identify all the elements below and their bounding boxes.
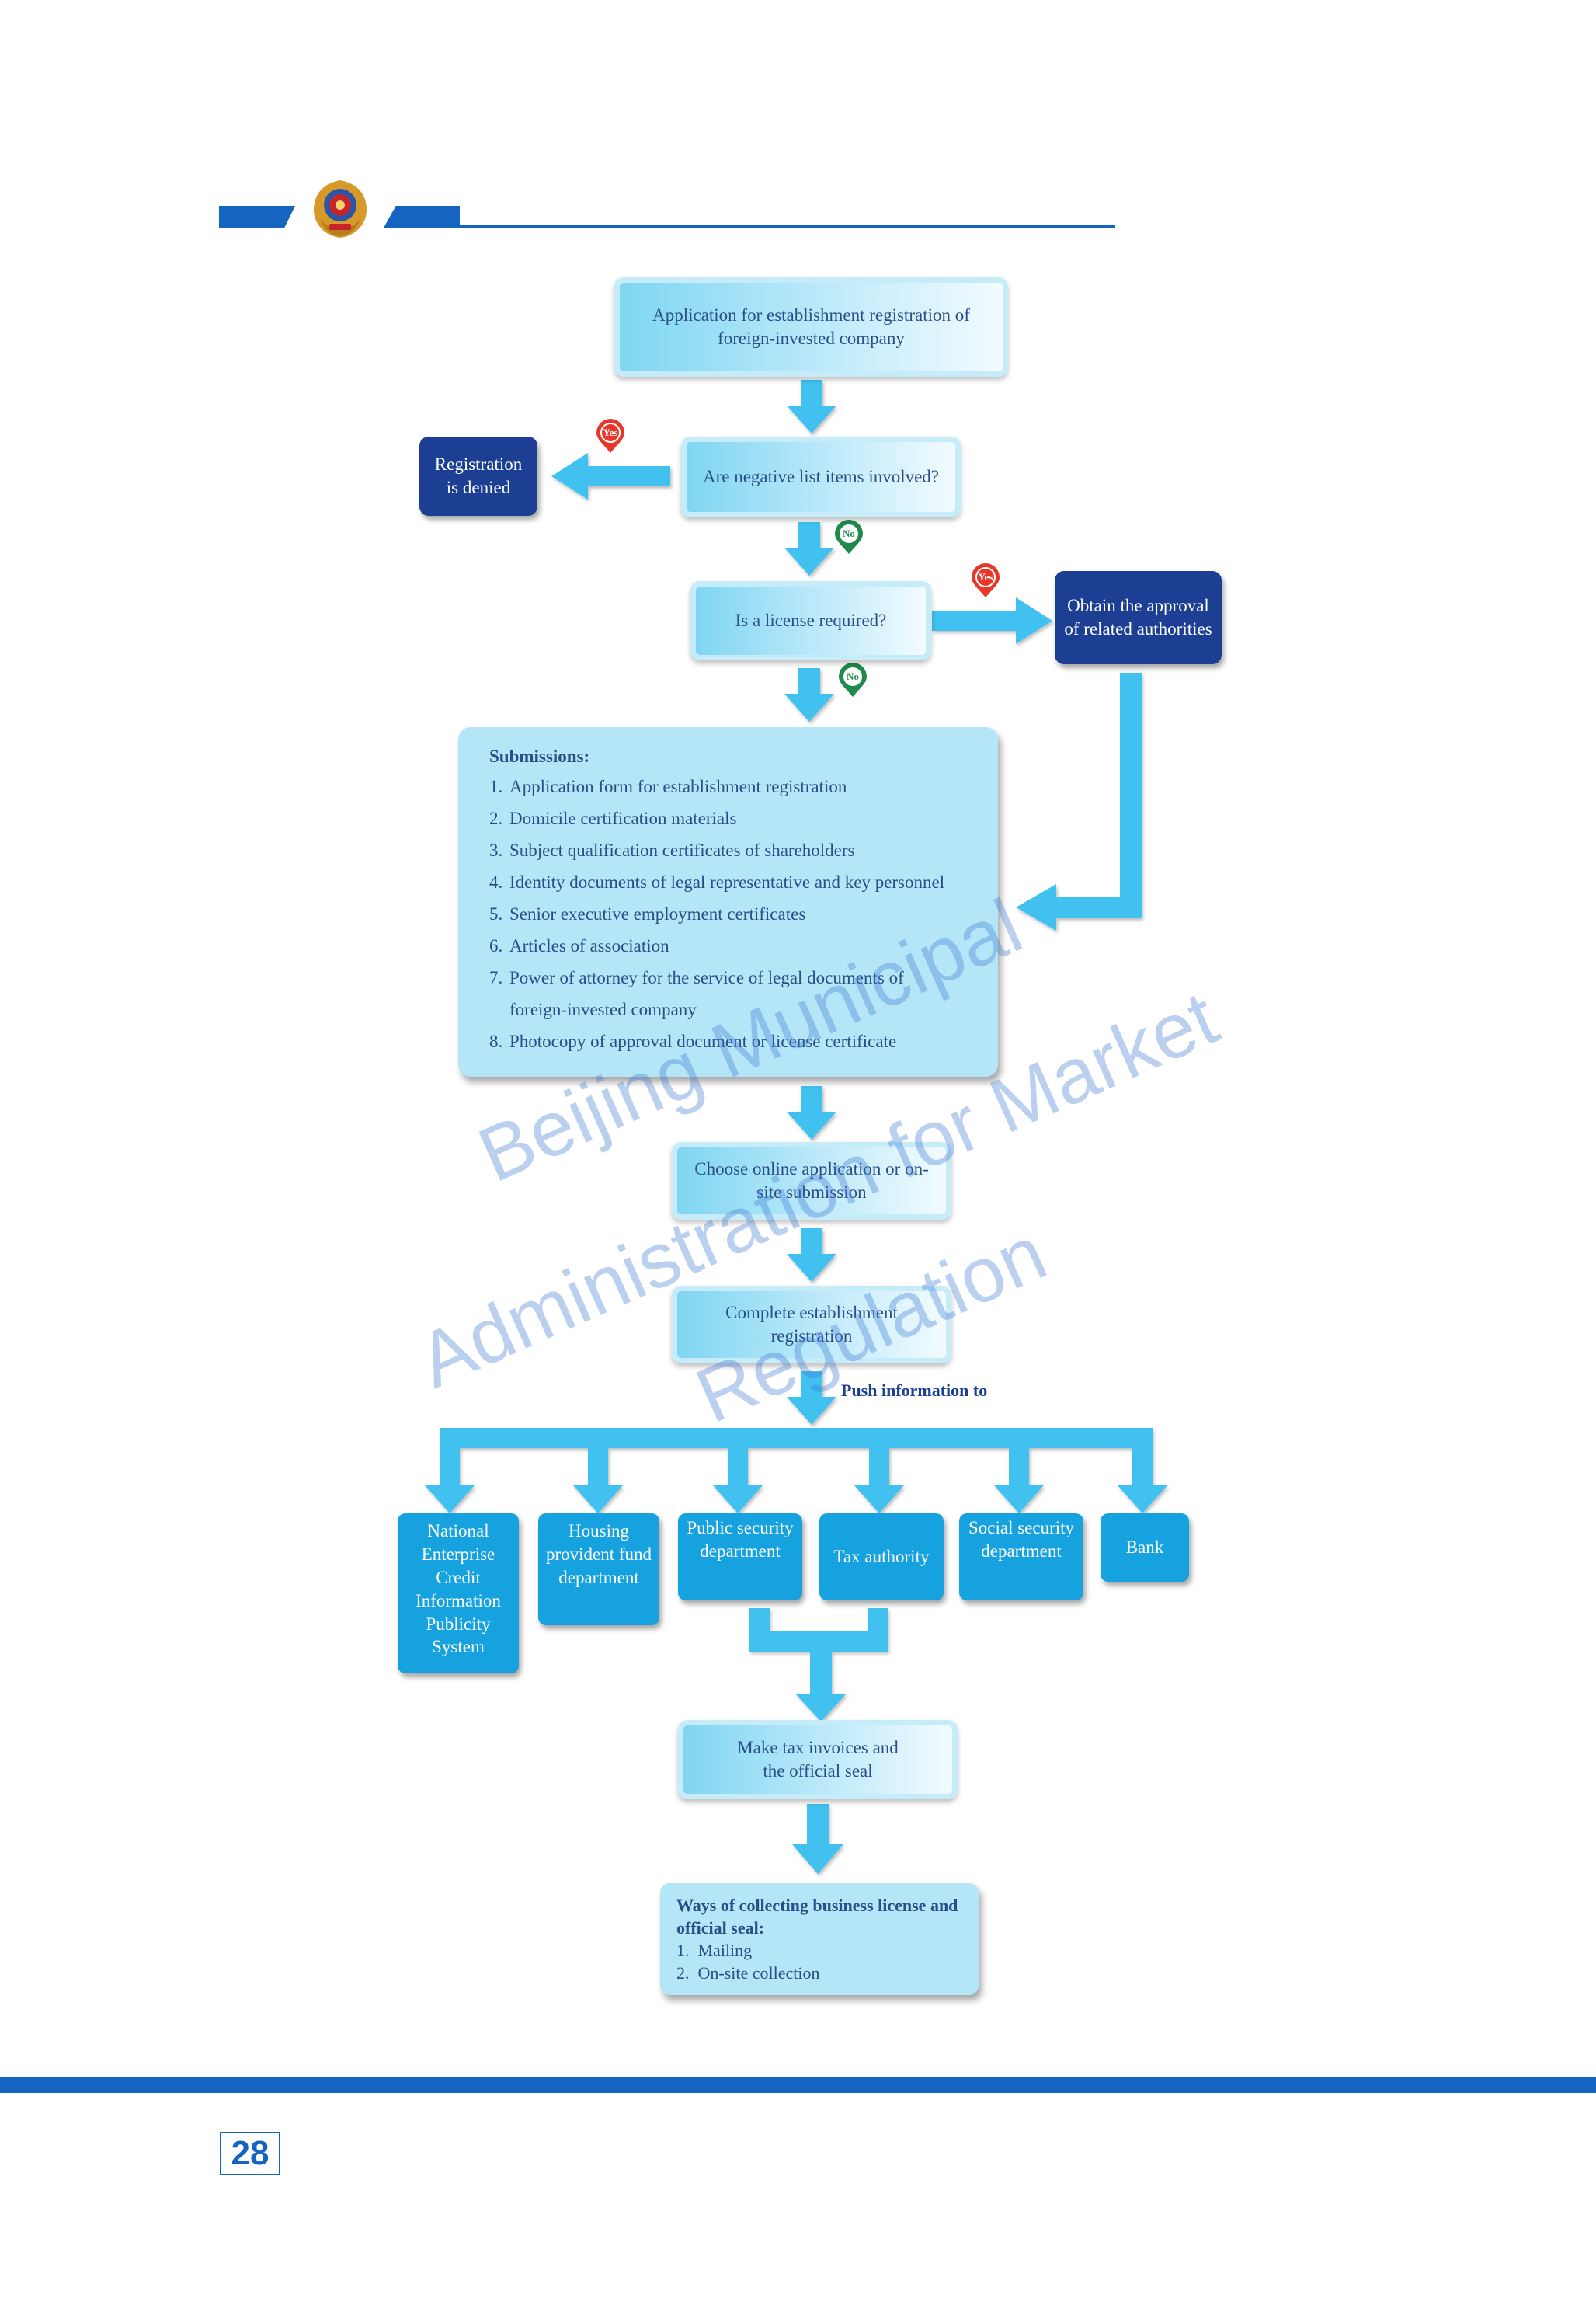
dept-tax-authority: Tax authority [819, 1513, 944, 1600]
yes-label: Yes [603, 427, 618, 438]
dept-housing-fund: Housing provident fund department [538, 1513, 659, 1625]
submission-item: 1. Application form for establishment reg… [489, 771, 998, 803]
tax-invoices-text: Make tax invoices and the official seal [737, 1738, 899, 1781]
choose-submission-text: Choose online application or on-site sub… [694, 1159, 929, 1202]
connector-vertical [1120, 673, 1142, 918]
arrow-left [551, 453, 670, 500]
license-question-box: Is a license required? [690, 581, 931, 660]
arrow-down [994, 1448, 1044, 1513]
arrow-down [573, 1448, 623, 1513]
bracket-bottom [749, 1631, 888, 1652]
arrow-down [787, 380, 836, 434]
submission-text: Application form for establishment regis… [509, 777, 847, 796]
negative-list-question-box: Are negative list items involved? [681, 437, 961, 517]
page-number: 28 [220, 2132, 280, 2175]
dept-social-security: Social security department [959, 1513, 1083, 1600]
submission-text: Photocopy of approval document or licens… [509, 1032, 897, 1051]
arrow-down [1118, 1448, 1167, 1513]
yes-pin-icon: Yes [972, 563, 1000, 597]
start-text: Application for establishment registrati… [652, 305, 970, 348]
submissions-panel: Submissions: 1. Application form for esta… [458, 727, 998, 1077]
submission-number [489, 994, 509, 1025]
arrow-down [795, 1652, 847, 1722]
no-label: No [843, 528, 855, 539]
dept-housing-fund-text: Housing provident fund department [545, 1521, 652, 1587]
footer-bar [0, 2077, 1596, 2093]
submission-text: Domicile certification materials [509, 809, 737, 828]
collect-title: Ways of collecting business license and … [676, 1896, 958, 1938]
no-label: No [847, 670, 859, 682]
arrow-down [854, 1448, 904, 1513]
license-question-text: Is a license required? [735, 611, 887, 631]
arrow-down [787, 1086, 836, 1140]
arrow-left [1016, 884, 1142, 931]
yes-label: Yes [979, 571, 993, 583]
arrow-down [792, 1804, 843, 1874]
dept-tax-authority-text: Tax authority [833, 1547, 930, 1567]
negative-list-question-text: Are negative list items involved? [702, 467, 940, 487]
submission-text: Subject qualification certificates of sh… [509, 841, 855, 860]
arrow-down [784, 522, 834, 576]
dept-public-security: Public security department [678, 1513, 802, 1600]
header-right-bar [384, 206, 460, 228]
submission-number: 1. [489, 777, 503, 796]
registration-denied-text: Registration is denied [434, 454, 523, 497]
no-pin-icon: No [835, 520, 863, 554]
submission-text: Power of attorney for the service of leg… [509, 968, 904, 987]
submissions-list: 1. Application form for establishment reg… [489, 771, 998, 1057]
submission-item: foreign-invested company [489, 994, 998, 1025]
dept-credit-system: National Enterprise Credit Information P… [398, 1513, 519, 1673]
tax-invoices-box: Make tax invoices and the official seal [678, 1720, 958, 1799]
dept-public-security-text: Public security department [687, 1518, 794, 1561]
submission-number: 2. [489, 809, 503, 828]
submission-item: 7. Power of attorney for the service of l… [489, 962, 998, 994]
submission-text: foreign-invested company [509, 1000, 697, 1019]
arrow-down [787, 1371, 836, 1425]
submission-number: 6. [489, 936, 503, 956]
arrow-down [784, 668, 834, 722]
submission-number: 4. [489, 872, 503, 892]
submission-number: 7. [489, 968, 503, 987]
dept-bank-text: Bank [1125, 1537, 1164, 1558]
submission-number: 3. [489, 841, 503, 860]
arrow-down [425, 1448, 475, 1513]
submission-item: 4. Identity documents of legal representa… [489, 866, 998, 898]
registration-denied-box: Registration is denied [419, 437, 537, 516]
submission-number: 8. [489, 1032, 503, 1051]
dept-bank: Bank [1101, 1513, 1189, 1582]
emblem-icon [311, 177, 370, 239]
submission-item: 6. Articles of association [489, 930, 998, 962]
submission-text: Identity documents of legal representati… [509, 872, 945, 892]
arrow-down [787, 1228, 836, 1282]
submission-text: Senior executive employment certificates [509, 904, 806, 924]
push-information-label: Push information to [841, 1381, 988, 1400]
submission-item: 2. Domicile certification materials [489, 803, 998, 834]
arrow-down [713, 1448, 763, 1513]
choose-submission-box: Choose online application or on-site sub… [672, 1142, 951, 1220]
start-box: Application for establishment registrati… [614, 277, 1008, 377]
header-left-bar [219, 206, 295, 228]
submission-text: Articles of association [509, 936, 669, 956]
collect-item: 2. On-site collection [676, 1963, 820, 1983]
collect-item: 1. Mailing [676, 1941, 753, 1960]
approval-text: Obtain the approval of related authoriti… [1064, 596, 1212, 639]
distribution-bar [440, 1428, 1153, 1448]
header-rule [460, 225, 1115, 228]
dept-social-security-text: Social security department [968, 1518, 1075, 1561]
approval-box: Obtain the approval of related authoriti… [1055, 571, 1222, 664]
arrow-right [932, 597, 1052, 644]
yes-pin-icon: Yes [596, 419, 624, 453]
submission-item: 3. Subject qualification certificates of … [489, 834, 998, 866]
submissions-title: Submissions: [489, 747, 590, 766]
complete-registration-text: Complete establishment registration [725, 1303, 898, 1346]
no-pin-icon: No [839, 663, 867, 697]
submission-item: 5. Senior executive employment certificat… [489, 898, 998, 930]
submission-number: 5. [489, 904, 503, 924]
complete-registration-box: Complete establishment registration [672, 1286, 951, 1363]
dept-credit-system-text: National Enterprise Credit Information P… [416, 1521, 501, 1657]
submission-item: 8. Photocopy of approval document or lice… [489, 1025, 998, 1057]
collect-panel: Ways of collecting business license and … [660, 1883, 979, 1995]
